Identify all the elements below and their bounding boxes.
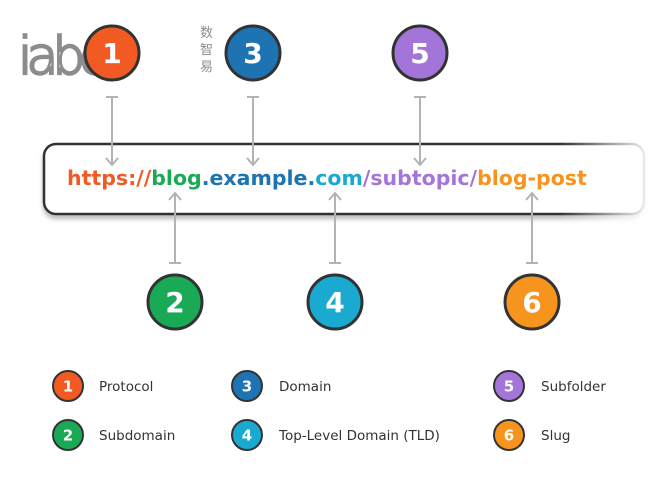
legend-label: Slug <box>541 428 570 444</box>
url-string: https://blog.example.com/subtopic/blog-p… <box>67 166 587 190</box>
arrowhead <box>525 192 539 201</box>
legend-number: 6 <box>504 427 514 445</box>
legend-badge <box>231 419 263 451</box>
legend-number: 2 <box>63 427 73 445</box>
badge-circle <box>83 24 141 82</box>
legend-badge <box>493 419 525 451</box>
legend-item: 5 Subfolder <box>493 370 606 402</box>
legend-item: 2 Subdomain <box>52 419 175 451</box>
legend-number: 5 <box>504 378 514 396</box>
url-box-fade <box>560 132 654 227</box>
arrowhead <box>328 192 342 201</box>
badge-circle <box>391 24 449 82</box>
url-segment: com <box>315 166 363 190</box>
arrowhead <box>168 192 182 201</box>
url-segment: . <box>202 166 210 190</box>
connector-3 <box>246 96 260 166</box>
arrowhead <box>105 157 119 166</box>
legend-label: Protocol <box>99 379 153 395</box>
legend-number: 4 <box>242 427 252 445</box>
badge-circle <box>306 273 364 331</box>
badge-2: 2 <box>146 273 204 331</box>
legend-number: 1 <box>63 378 73 396</box>
url-segment: . <box>307 166 315 190</box>
badge-number: 3 <box>243 37 262 70</box>
legend-item: 1 Protocol <box>52 370 153 402</box>
legend-label: Domain <box>279 379 331 395</box>
connector-2 <box>168 192 182 264</box>
badge-4: 4 <box>306 273 364 331</box>
logo-cjk-1: 数 <box>200 26 213 41</box>
badge-circle <box>224 24 282 82</box>
badge-6: 6 <box>503 273 561 331</box>
badge-number: 5 <box>410 37 429 70</box>
legend-item: 6 Slug <box>493 419 570 451</box>
legend-number: 3 <box>242 378 252 396</box>
badge-number: 2 <box>165 286 184 319</box>
url-box <box>42 132 654 227</box>
legend-item: 3 Domain <box>231 370 331 402</box>
legend-label: Subfolder <box>541 379 606 395</box>
connector-5 <box>413 96 427 166</box>
connector-6 <box>525 192 539 264</box>
badge-3: 3 <box>224 24 282 82</box>
url-segment: blog <box>151 166 201 190</box>
legend-label: Top-Level Domain (TLD) <box>278 428 440 444</box>
legend-label: Subdomain <box>99 428 175 444</box>
legend-badge <box>231 370 263 402</box>
part-badges: 1 2 3 4 5 6 <box>83 24 561 331</box>
legend-item: 4 Top-Level Domain (TLD) <box>231 419 440 451</box>
badge-number: 6 <box>522 286 541 319</box>
badge-number: 1 <box>102 37 121 70</box>
badge-5: 5 <box>391 24 449 82</box>
connector-1 <box>105 96 119 166</box>
badge-circle <box>503 273 561 331</box>
url-segment: / <box>363 166 371 190</box>
logo-cjk-3: 易 <box>200 60 213 75</box>
legend-badge <box>52 419 84 451</box>
url-segment: https:// <box>67 166 152 190</box>
badge-number: 4 <box>325 286 344 319</box>
url-segment: / <box>470 166 478 190</box>
badge-1: 1 <box>83 24 141 82</box>
legend: 1 Protocol 2 Subdomain 3 Domain 4 Top-Level Dom… <box>52 370 606 451</box>
url-segment: blog-post <box>477 166 587 190</box>
connector-arrows <box>105 96 539 264</box>
connector-4 <box>328 192 342 264</box>
arrowhead <box>413 157 427 166</box>
legend-badge <box>52 370 84 402</box>
arrowhead <box>246 157 260 166</box>
legend-badge <box>493 370 525 402</box>
url-segment: subtopic <box>370 166 469 190</box>
url-segment: example <box>210 166 308 190</box>
badge-circle <box>146 273 204 331</box>
logo-cjk-2: 智 <box>200 43 213 58</box>
url-text: https://blog.example.com/subtopic/blog-p… <box>67 166 587 190</box>
